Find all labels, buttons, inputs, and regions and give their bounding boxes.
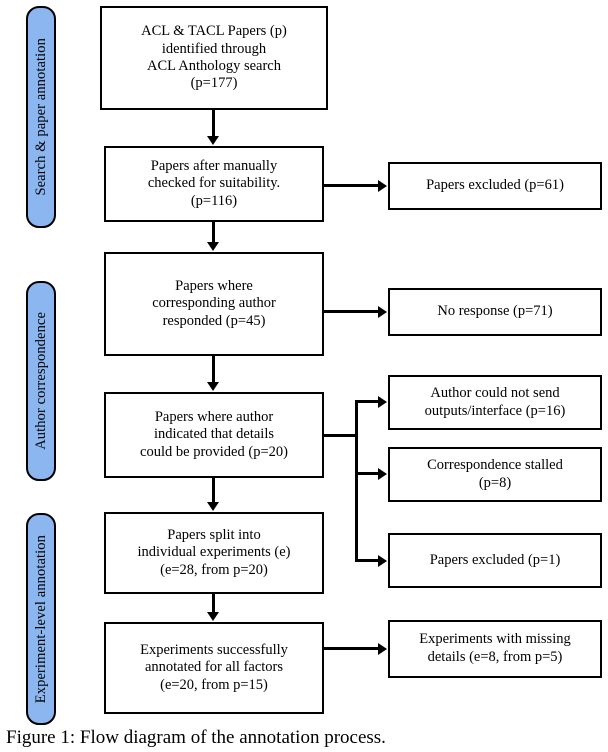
flow-node-papers-after-suitability-check: Papers after manually checked for suitab… — [104, 146, 324, 222]
connector-vertical-4 — [212, 478, 215, 503]
outcome-node-author-could-not-send-outputs: Author could not send outputs/interface … — [388, 375, 602, 430]
connector-vertical-5 — [212, 594, 215, 613]
stage-label: Experiment-level annotation — [32, 534, 49, 704]
outcome-node-text: Experiments with missing details (e=8, f… — [419, 631, 571, 665]
flow-node-text: Papers where corresponding author respon… — [152, 277, 276, 329]
connector-branch-3c — [355, 559, 379, 562]
outcome-node-text: No response (p=71) — [437, 303, 553, 320]
arrow-down-4 — [207, 502, 219, 511]
arrow-right-4 — [378, 643, 387, 655]
connector-branch-3b — [355, 472, 379, 475]
outcome-node-experiments-with-missing-details: Experiments with missing details (e=8, f… — [388, 620, 602, 678]
stage-pill-author-correspondence: Author correspondence — [26, 281, 56, 481]
stage-pill-experiment-level-annotation: Experiment-level annotation — [26, 513, 56, 725]
connector-branch-2 — [324, 310, 379, 313]
stage-label: Author correspondence — [32, 312, 49, 450]
outcome-node-text: Papers excluded (p=1) — [429, 551, 561, 568]
outcome-node-text: Correspondence stalled (p=8) — [427, 456, 563, 491]
stage-label: Search & paper annotation — [32, 38, 49, 196]
connector-branch-trunk — [355, 400, 358, 562]
arrow-right-1 — [378, 180, 387, 192]
connector-branch-4 — [324, 647, 379, 650]
connector-branch-1 — [324, 184, 379, 187]
arrow-down-1 — [207, 136, 219, 145]
connector-branch-trunk-stub — [324, 434, 358, 437]
outcome-node-text: Papers excluded (p=61) — [426, 177, 564, 194]
stage-pill-search-and-paper-annotation: Search & paper annotation — [26, 6, 56, 228]
outcome-node-no-response-71: No response (p=71) — [388, 288, 602, 336]
connector-vertical-1 — [212, 110, 215, 137]
flow-node-text: Papers split into individual experiments… — [137, 526, 291, 578]
flow-node-papers-split-into-experiments: Papers split into individual experiments… — [104, 512, 324, 594]
flow-node-text: Papers where author indicated that detai… — [140, 408, 288, 460]
arrow-right-3a — [378, 396, 387, 408]
arrow-down-3 — [207, 382, 219, 391]
arrow-down-2 — [207, 242, 219, 251]
arrow-right-3c — [378, 555, 387, 567]
outcome-node-papers-excluded-1: Papers excluded (p=1) — [388, 533, 602, 588]
flow-node-text: ACL & TACL Papers (p) identified through… — [141, 23, 287, 92]
flow-node-experiments-successfully-annotated: Experiments successfully annotated for a… — [104, 622, 324, 714]
flow-node-author-indicated-details: Papers where author indicated that detai… — [104, 392, 324, 478]
arrow-right-2 — [378, 306, 387, 318]
arrow-down-5 — [207, 612, 219, 621]
flow-node-corresponding-author-responded: Papers where corresponding author respon… — [104, 252, 324, 356]
outcome-node-papers-excluded-61: Papers excluded (p=61) — [388, 162, 602, 210]
figure-caption: Figure 1: Flow diagram of the annotation… — [6, 727, 386, 748]
outcome-node-correspondence-stalled: Correspondence stalled (p=8) — [388, 447, 602, 502]
outcome-node-text: Author could not send outputs/interface … — [424, 384, 566, 419]
arrow-right-3b — [378, 468, 387, 480]
flow-node-text: Papers after manually checked for suitab… — [147, 157, 281, 209]
flow-node-text: Experiments successfully annotated for a… — [140, 641, 288, 693]
flow-node-papers-identified: ACL & TACL Papers (p) identified through… — [100, 6, 328, 110]
connector-branch-3a — [355, 400, 379, 403]
connector-vertical-2 — [212, 222, 215, 243]
connector-vertical-3 — [212, 356, 215, 383]
